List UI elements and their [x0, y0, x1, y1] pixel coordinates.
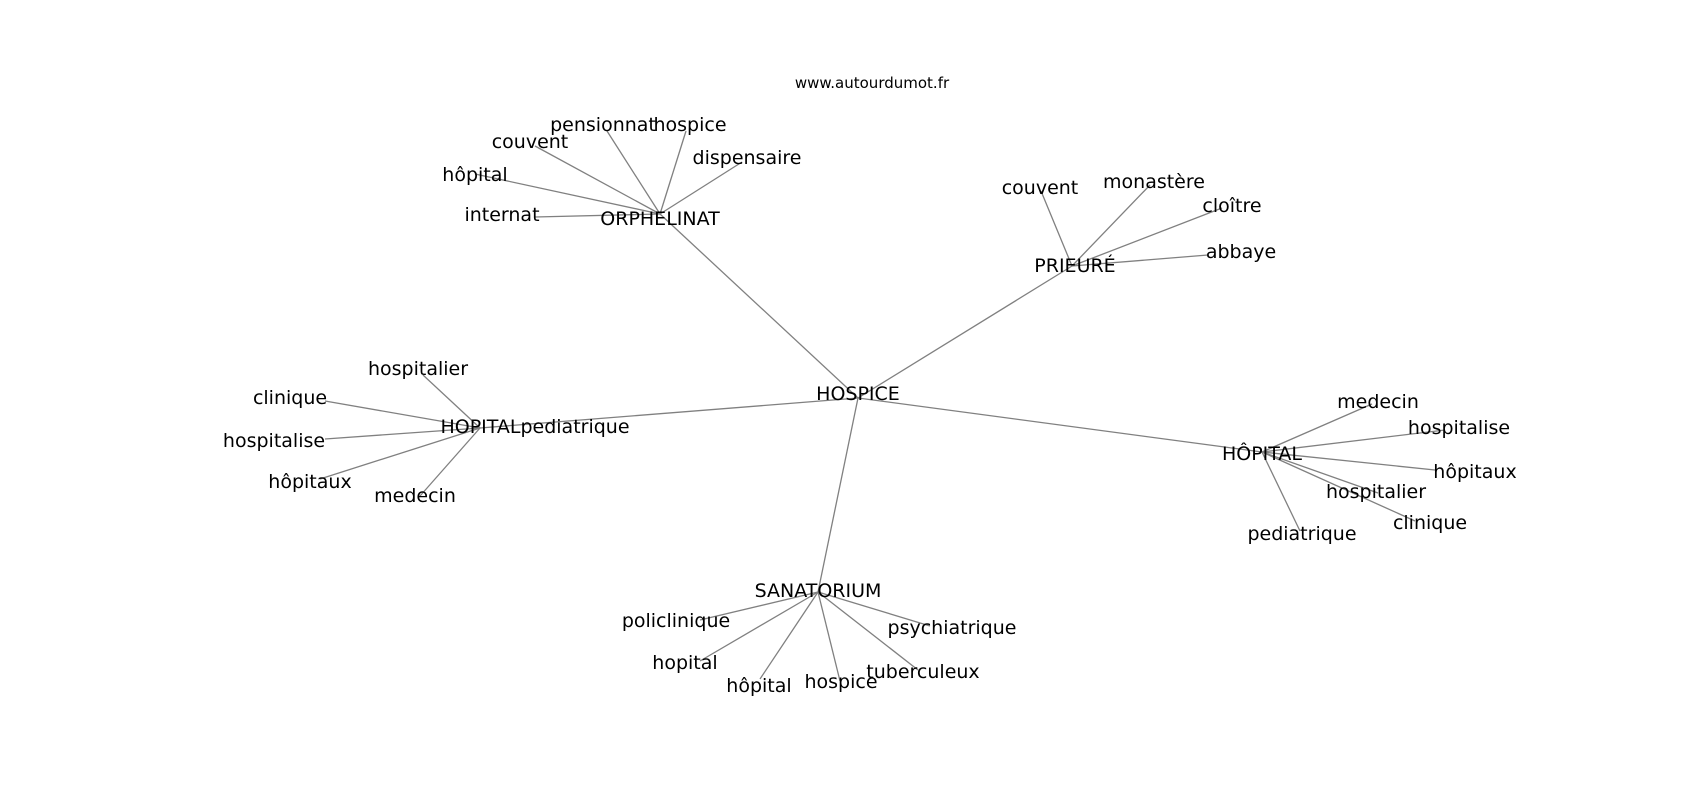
leaf-node-prieure-0[interactable]: couvent [1002, 177, 1079, 199]
edge-sanatorium-leaf-5 [817, 591, 931, 627]
leaf-node-sanatorium-3[interactable]: hospice [804, 671, 877, 693]
leaf-node-hopitalpediatrique-4[interactable]: medecin [374, 485, 456, 507]
edge-hopital-leaf-0 [1261, 403, 1373, 453]
leaf-node-orphelinat-0[interactable]: internat [464, 204, 539, 226]
edge-hopital-leaf-1 [1261, 429, 1446, 453]
leaf-node-orphelinat-5[interactable]: dispensaire [693, 147, 802, 169]
edge-prieure-leaf-0 [1040, 190, 1073, 267]
site-label: www.autourdumot.fr [795, 74, 950, 92]
edge-hopital-leaf-4 [1261, 451, 1416, 522]
leaf-node-orphelinat-2[interactable]: couvent [492, 131, 569, 153]
leaf-node-hopital-3[interactable]: hospitalier [1326, 481, 1426, 503]
edge-hopital-leaf-5 [1261, 451, 1301, 532]
leaf-node-hopital-0[interactable]: medecin [1337, 391, 1419, 413]
edge-center-prieure [857, 265, 1073, 399]
leaf-node-hopitalpediatrique-3[interactable]: hôpitaux [268, 471, 351, 493]
leaf-node-hopitalpediatrique-2[interactable]: hospitalise [223, 430, 325, 452]
edge-hopitalpediatrique-leaf-0 [422, 374, 481, 429]
nodes: internathôpitalcouventpensionnathospiced… [223, 114, 1517, 697]
leaf-node-orphelinat-4[interactable]: hospice [653, 114, 726, 136]
edge-prieure-leaf-3 [1071, 254, 1209, 267]
edge-orphelinat-leaf-4 [659, 130, 687, 215]
edge-hopital-leaf-3 [1261, 451, 1379, 494]
hub-node-prieure[interactable]: PRIEURÉ [1034, 254, 1115, 277]
edge-hopitalpediatrique-leaf-3 [319, 427, 481, 480]
leaf-node-prieure-3[interactable]: abbaye [1206, 241, 1276, 263]
edge-hopital-leaf-2 [1261, 451, 1436, 471]
edge-hopitalpediatrique-leaf-1 [324, 400, 481, 429]
edge-hopitalpediatrique-leaf-4 [419, 427, 481, 497]
edge-sanatorium-leaf-3 [817, 591, 841, 682]
edge-center-sanatorium [817, 397, 859, 593]
edges [319, 130, 1446, 682]
leaf-node-hopital-4[interactable]: clinique [1393, 512, 1467, 534]
edge-sanatorium-leaf-0 [699, 591, 819, 621]
edge-orphelinat-leaf-3 [606, 130, 661, 215]
hub-node-hopitalpediatrique[interactable]: HOPITALpediatrique [440, 416, 629, 438]
edge-sanatorium-leaf-1 [699, 591, 819, 662]
hub-node-sanatorium[interactable]: SANATORIUM [755, 580, 882, 602]
edge-orphelinat-leaf-1 [474, 173, 661, 215]
edge-center-hopital [857, 397, 1263, 453]
leaf-node-hopital-2[interactable]: hôpitaux [1433, 461, 1516, 483]
leaf-node-hopitalpediatrique-0[interactable]: hospitalier [368, 358, 468, 380]
leaf-node-orphelinat-1[interactable]: hôpital [442, 164, 507, 186]
edge-center-orphelinat [659, 213, 859, 399]
leaf-node-hopital-1[interactable]: hospitalise [1408, 417, 1510, 439]
center-node[interactable]: HOSPICE [816, 383, 900, 405]
leaf-node-sanatorium-2[interactable]: hôpital [726, 675, 791, 697]
leaf-node-prieure-1[interactable]: monastère [1103, 171, 1205, 193]
edge-sanatorium-leaf-2 [759, 591, 819, 680]
leaf-node-sanatorium-0[interactable]: policlinique [622, 610, 730, 632]
leaf-node-sanatorium-1[interactable]: hopital [652, 652, 717, 674]
hub-node-orphelinat[interactable]: ORPHELINAT [600, 208, 720, 230]
edge-prieure-leaf-2 [1071, 207, 1223, 267]
edge-hopitalpediatrique-leaf-2 [324, 427, 481, 440]
edge-orphelinat-leaf-0 [534, 213, 661, 218]
leaf-node-orphelinat-3[interactable]: pensionnat [550, 114, 656, 136]
hub-node-hopital[interactable]: HÔPITAL [1222, 441, 1302, 465]
leaf-node-sanatorium-5[interactable]: psychiatrique [888, 617, 1017, 639]
edge-prieure-leaf-1 [1071, 184, 1151, 267]
edge-orphelinat-leaf-5 [659, 161, 743, 215]
leaf-node-hopital-5[interactable]: pediatrique [1247, 523, 1356, 545]
edge-center-hopitalpediatrique [479, 397, 859, 429]
edge-sanatorium-leaf-4 [817, 591, 919, 671]
leaf-node-sanatorium-4[interactable]: tuberculeux [866, 661, 979, 683]
edge-orphelinat-leaf-2 [534, 145, 661, 215]
leaf-node-prieure-2[interactable]: cloître [1202, 195, 1261, 217]
leaf-node-hopitalpediatrique-1[interactable]: clinique [253, 387, 327, 409]
